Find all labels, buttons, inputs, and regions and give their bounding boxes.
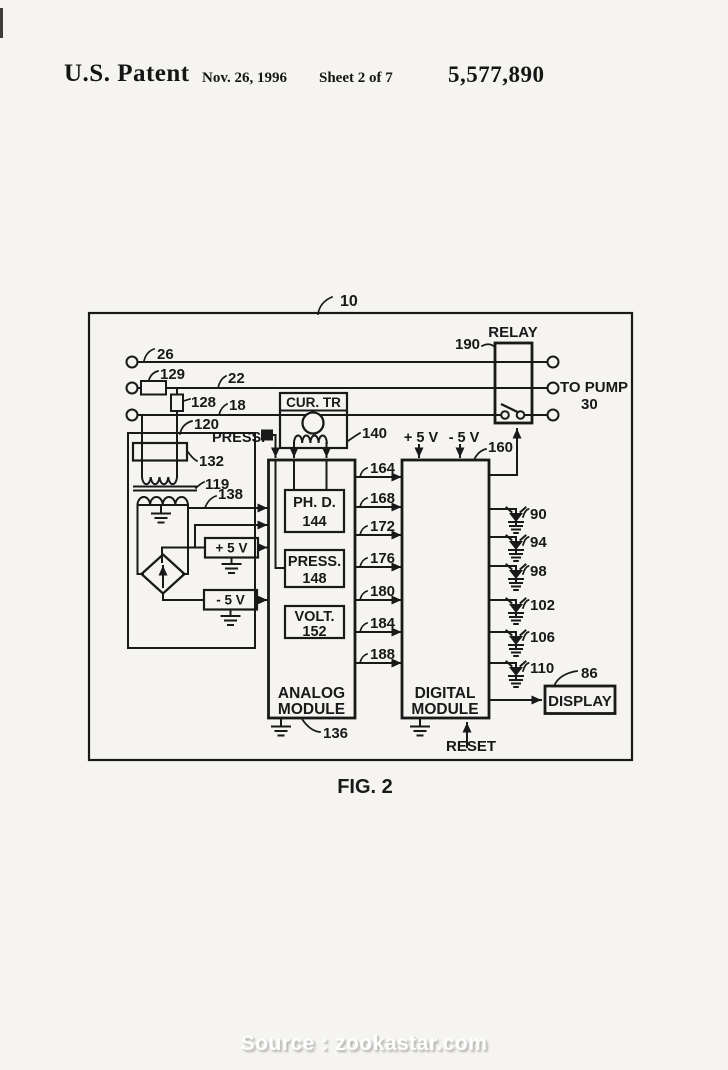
ground-symbol [271, 725, 291, 737]
display-box [543, 684, 617, 715]
resistor-129 [140, 380, 167, 396]
minus5v-box-label: - 5 V [216, 593, 245, 608]
relay-symbol [488, 341, 534, 476]
bus-168-label: 168 [370, 490, 395, 507]
ground-symbol [220, 615, 241, 626]
secondary-119-label: 119 [205, 476, 229, 493]
digital-module-ref: 160 [488, 439, 513, 456]
system-ref-label: 10 [340, 293, 358, 310]
pressure-sensor-wire [261, 429, 286, 569]
system-boundary-box [87, 311, 634, 762]
led-98-label: 98 [530, 563, 547, 580]
figure-caption: FIG. 2 [337, 776, 393, 798]
analog-input-wires [187, 503, 268, 605]
resistor-128-label: 128 [191, 394, 216, 411]
wire-138-label: 138 [218, 486, 243, 503]
digital-module-title1: DIGITAL [415, 685, 476, 702]
box-120-label: 120 [194, 416, 219, 433]
digital-supply-plus-label: + 5 V [404, 430, 439, 446]
ground-symbol [221, 563, 242, 574]
pressure-block-ref: 148 [302, 571, 326, 587]
led-106-label: 106 [530, 629, 555, 646]
patent-header-number: 5,577,890 [448, 62, 545, 87]
ground-symbol [151, 512, 171, 524]
led-symbol [505, 506, 527, 534]
led-symbol [505, 660, 527, 688]
bus-184-label: 184 [370, 615, 396, 632]
led-indicator-stack [488, 506, 527, 688]
patent-header-sheet: Sheet 2 of 7 [319, 70, 393, 86]
patent-header-date: Nov. 26, 1996 [202, 70, 288, 86]
power-supply-section [127, 432, 260, 649]
display-label: DISPLAY [548, 693, 612, 710]
phase-detector-block [283, 488, 346, 534]
voltage-block [283, 604, 346, 640]
press-label: PRESS. [212, 430, 265, 446]
led-symbol [505, 563, 527, 591]
relay-label: RELAY [488, 324, 537, 341]
led-94-label: 94 [530, 534, 547, 551]
analog-module-title1: ANALOG [278, 685, 345, 702]
digital-module-title2: MODULE [411, 701, 478, 718]
primary-winding [140, 475, 179, 486]
led-symbol [505, 629, 527, 657]
analog-module-box [267, 458, 357, 737]
line-18-label: 18 [229, 397, 246, 414]
line-26-label: 26 [157, 346, 174, 363]
voltage-block-label: VOLT. [294, 609, 334, 625]
ground-symbol [410, 725, 430, 737]
line-22-label: 22 [228, 370, 245, 387]
led-110-label: 110 [530, 660, 554, 677]
pressure-block-label: PRESS. [288, 554, 341, 570]
analog-module-title2: MODULE [278, 701, 345, 718]
display-ref-label: 86 [581, 665, 598, 682]
plus5v-box-label: + 5 V [216, 541, 248, 556]
patent-header-title: U.S. Patent [64, 60, 190, 87]
current-transformer-symbol [278, 391, 349, 491]
resistor-128 [170, 393, 184, 412]
led-102-label: 102 [530, 597, 555, 614]
secondary-winding-119 [136, 496, 189, 507]
led-90-label: 90 [530, 506, 547, 523]
primary-132-label: 132 [199, 453, 224, 470]
digital-module-box [400, 444, 542, 748]
source-watermark: Source : zookastar.com [240, 1032, 488, 1055]
led-symbol [505, 597, 527, 625]
cur-tr-label: CUR. TR [286, 395, 341, 410]
led-symbol [505, 534, 527, 562]
phase-detector-label: PH. D. [293, 495, 336, 511]
digital-supply-minus-label: - 5 V [449, 430, 480, 446]
bus-188-label: 188 [370, 646, 395, 663]
analog-module-ref: 136 [323, 725, 348, 742]
bus-172-label: 172 [370, 518, 395, 535]
voltage-block-ref: 152 [302, 624, 326, 640]
signal-bus-lines [354, 472, 402, 668]
cur-tr-ref-label: 140 [362, 425, 387, 442]
bus-176-label: 176 [370, 550, 395, 567]
power-supply-box-120 [127, 432, 256, 649]
resistor-129-label: 129 [160, 366, 185, 383]
reset-label: RESET [446, 738, 496, 755]
to-pump-label: TO PUMP [560, 379, 628, 396]
phase-detector-ref: 144 [302, 514, 326, 530]
relay-ref-label: 190 [455, 336, 480, 353]
pressure-block [283, 548, 346, 589]
bus-164-label: 164 [370, 460, 396, 477]
power-input-lines [125, 355, 560, 478]
relay-switch-blade [500, 402, 521, 415]
reference-leaders [142, 295, 578, 733]
bus-180-label: 180 [370, 583, 395, 600]
scan-artifact [0, 8, 3, 38]
pump-ref-label: 30 [581, 396, 598, 413]
